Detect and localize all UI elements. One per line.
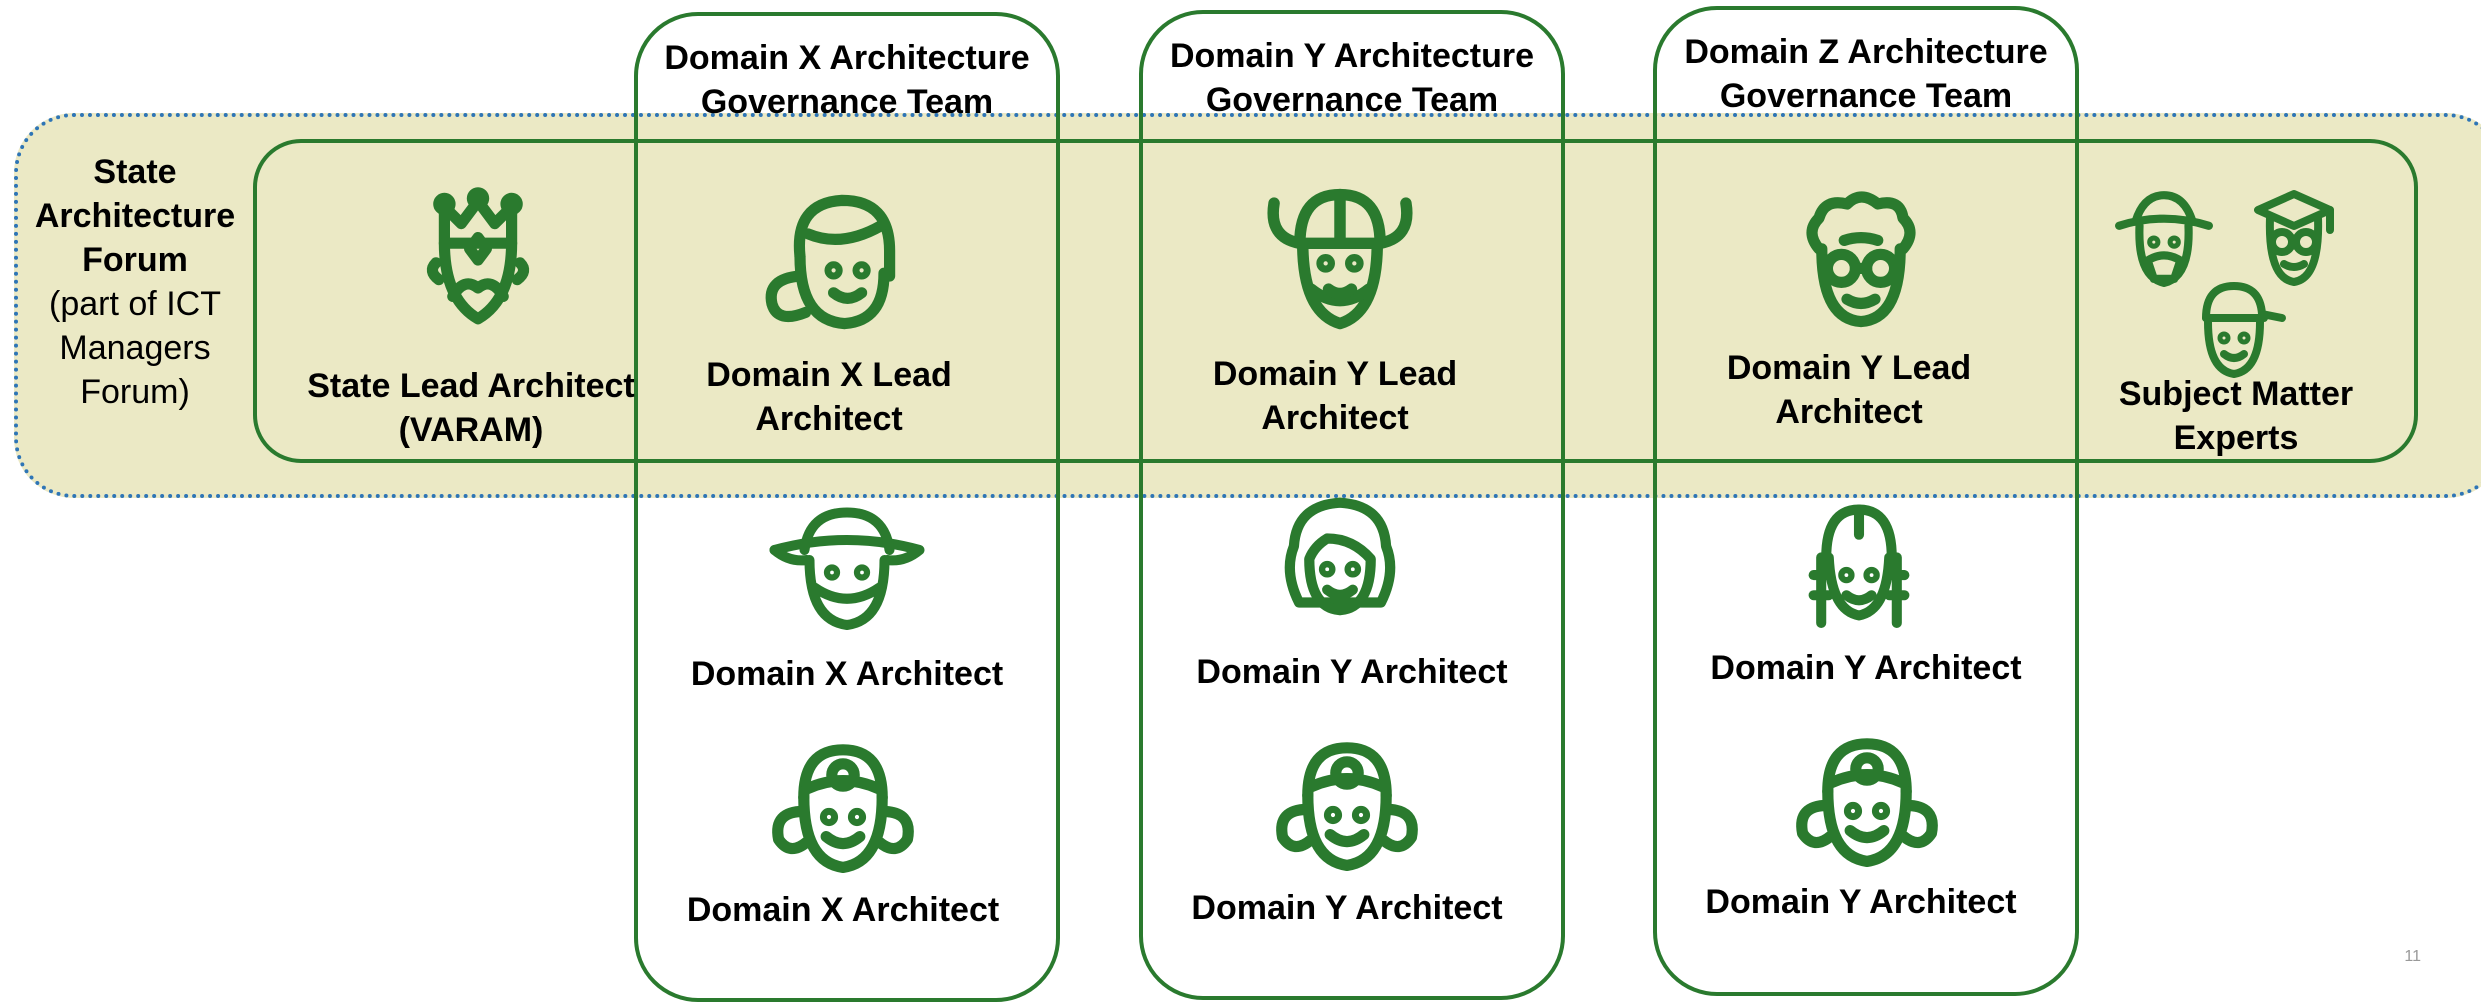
forum-title-line: Architecture [34,197,236,235]
role-label-line: Experts [2173,419,2299,457]
team-title-line: Governance Team [1205,81,1499,119]
leads-group-box [253,139,2418,463]
role-label-line: Architect [755,400,903,438]
flower-girl-icon [1782,727,1952,867]
cowboy-elder-icon [2112,185,2216,287]
flower-girl-icon [758,733,928,873]
domain-z-architect-label: Domain Y Architect [1710,649,2022,687]
page-number: 11 [2404,948,2421,965]
cowboy-icon [767,505,927,630]
domain-x-team-title: Domain X Architecture Governance Team [634,36,1060,124]
cap-person-icon [2180,278,2288,378]
domain-x-lead-label: Domain X Lead Architect [664,353,994,441]
domain-z-lead-label: Domain Y Lead Architect [1684,346,2014,434]
role-label-line: Architect [1775,393,1923,431]
forum-title-line: Forum [82,241,188,279]
king-icon [408,187,548,330]
domain-z-architect-label: Domain Y Architect [1705,883,2017,921]
woman-icon [758,192,912,332]
domain-y-team-title: Domain Y Architecture Governance Team [1139,34,1565,122]
team-title-line: Governance Team [1719,77,2013,115]
braided-girl-icon [1796,498,1922,632]
role-label-line: Subject Matter [2118,375,2354,413]
grandmother-icon [1788,190,1934,330]
state-lead-label: State Lead Architect (VARAM) [300,364,642,452]
domain-y-lead-label: Domain Y Lead Architect [1170,352,1500,440]
team-title-line: Domain X Architecture [664,39,1030,77]
sme-label: Subject Matter Experts [2086,372,2386,460]
forum-subtitle-line: Managers [59,329,211,367]
domain-z-team-title: Domain Z Architecture Governance Team [1653,30,2079,118]
domain-y-architect-label: Domain Y Architect [1191,889,1503,927]
flower-girl-icon [1262,731,1432,871]
graduate-icon [2244,185,2344,287]
forum-subtitle-line: Forum) [80,373,190,411]
curly-woman-icon [1276,495,1404,623]
state-architecture-forum-band [14,113,2481,498]
role-label-line: Domain Y Lead [1726,349,1972,387]
team-title-line: Governance Team [700,83,994,121]
forum-subtitle-line: (part of ICT [49,285,221,323]
domain-x-architect-label: Domain X Architect [690,655,1004,693]
domain-y-architect-label: Domain Y Architect [1196,653,1508,691]
team-title-line: Domain Y Architecture [1169,37,1535,75]
role-label-line: State Lead Architect [307,367,635,405]
role-label-line: Domain X Lead [706,356,952,394]
forum-label: State Architecture Forum (part of ICT Ma… [20,150,250,414]
forum-title-line: State [93,153,177,191]
team-title-line: Domain Z Architecture [1684,33,2048,71]
role-label-line: Domain Y Lead [1212,355,1458,393]
role-label-line: (VARAM) [398,411,544,449]
role-label-line: Architect [1261,399,1409,437]
domain-x-architect-label: Domain X Architect [686,891,1000,929]
viking-icon [1254,188,1426,333]
